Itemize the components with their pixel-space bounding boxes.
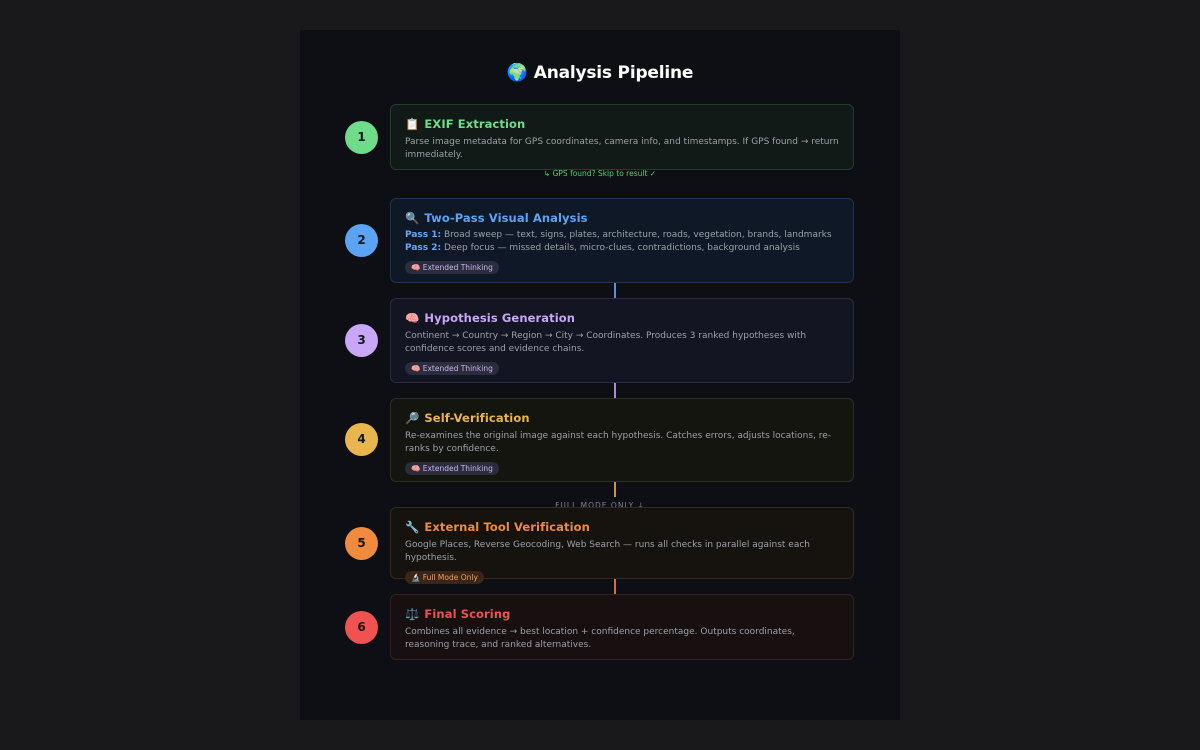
step-title-text: Final Scoring <box>424 607 511 621</box>
step-number-4: 4 <box>345 423 378 456</box>
step-title: 🔍 Two-Pass Visual Analysis <box>405 211 839 225</box>
skip-note: ↳ GPS found? Skip to result ✓ <box>543 169 657 178</box>
step-description: Continent → Country → Region → City → Co… <box>405 331 807 354</box>
extended-thinking-badge: 🧠 Extended Thinking <box>405 462 499 475</box>
pass-2-text: Deep focus — missed details, micro-clues… <box>441 243 800 253</box>
clipboard-icon: 📋 <box>405 117 420 131</box>
step-title-text: External Tool Verification <box>424 520 590 534</box>
step-card-hypothesis: 🧠 Hypothesis Generation Continent → Count… <box>390 298 854 383</box>
step-card-visual-analysis: 🔍 Two-Pass Visual Analysis Pass 1: Broad … <box>390 198 854 283</box>
step-number-3: 3 <box>345 324 378 357</box>
full-mode-divider: FULL MODE ONLY ↓ <box>555 501 645 510</box>
magnifier-icon: 🔍 <box>405 211 420 225</box>
connector-4-5 <box>614 482 616 497</box>
step-title-text: Two-Pass Visual Analysis <box>424 211 588 225</box>
step-card-external-tools: 🔧 External Tool Verification Google Place… <box>390 507 854 584</box>
step-card-self-verification: 🔎 Self-Verification Re-examines the origi… <box>390 398 854 482</box>
extended-thinking-badge: 🧠 Extended Thinking <box>405 362 499 375</box>
step-number-5: 5 <box>345 527 378 560</box>
step-number-1: 1 <box>345 121 378 154</box>
step-title: 🧠 Hypothesis Generation <box>405 311 839 325</box>
brain-icon: 🧠 <box>405 311 420 325</box>
step-description: Combines all evidence → best location + … <box>405 627 795 650</box>
pass-2-label: Pass 2: <box>405 243 442 253</box>
pass-2-line: Pass 2: Deep focus — missed details, mic… <box>405 242 839 255</box>
step-number-6: 6 <box>345 611 378 644</box>
connector-3-4 <box>614 383 616 398</box>
step-description: Parse image metadata for GPS coordinates… <box>405 137 839 160</box>
step-title: 🔧 External Tool Verification <box>405 520 839 534</box>
pass-1-label: Pass 1: <box>405 230 442 240</box>
pipeline-panel: 🌍Analysis Pipeline 1 📋 EXIF Extraction Pa… <box>300 30 900 720</box>
wrench-icon: 🔧 <box>405 520 420 534</box>
full-mode-badge: 🔬 Full Mode Only <box>405 571 484 584</box>
step-card-exif: 📋 EXIF Extraction Parse image metadata fo… <box>390 104 854 170</box>
step-title-text: Hypothesis Generation <box>424 311 576 325</box>
scales-icon: ⚖️ <box>405 607 420 621</box>
pass-1-text: Broad sweep — text, signs, plates, archi… <box>441 230 832 240</box>
step-title: 🔎 Self-Verification <box>405 411 839 425</box>
pass-1-line: Pass 1: Broad sweep — text, signs, plate… <box>405 229 839 242</box>
globe-icon: 🌍 <box>506 63 528 83</box>
step-number-2: 2 <box>345 224 378 257</box>
connector-5-6 <box>614 579 616 594</box>
step-title-text: EXIF Extraction <box>424 117 526 131</box>
step-description: Re-examines the original image against e… <box>405 431 832 454</box>
step-title: ⚖️ Final Scoring <box>405 607 839 621</box>
extended-thinking-badge: 🧠 Extended Thinking <box>405 261 499 274</box>
step-card-final-scoring: ⚖️ Final Scoring Combines all evidence → … <box>390 594 854 660</box>
page-title: 🌍Analysis Pipeline <box>300 63 900 83</box>
step-title-text: Self-Verification <box>424 411 530 425</box>
search-icon: 🔎 <box>405 411 420 425</box>
connector-2-3 <box>614 283 616 298</box>
title-text: Analysis Pipeline <box>533 63 694 83</box>
step-description: Google Places, Reverse Geocoding, Web Se… <box>405 540 810 563</box>
step-title: 📋 EXIF Extraction <box>405 117 839 131</box>
